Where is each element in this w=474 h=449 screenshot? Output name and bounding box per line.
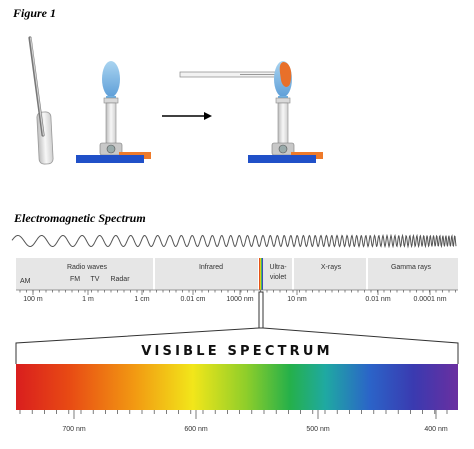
em-tick-label: 0.01 cm [180, 296, 206, 303]
visible-tick-label: 700 nm [62, 426, 86, 433]
burner-base [76, 155, 144, 163]
visible-tick-label: 400 nm [424, 426, 448, 433]
em-tick-label: 100 m [23, 296, 43, 303]
band-infrared: Infrared [198, 264, 224, 271]
visible-band [259, 258, 263, 290]
band-ultraviolet-1: Ultra- [269, 264, 287, 271]
band-ultraviolet-2: violet [269, 274, 287, 281]
visible-tick-label: 600 nm [184, 426, 208, 433]
band-radio: Radio waves [66, 264, 108, 271]
band-am: AM [20, 278, 31, 285]
em-tick-label: 0.01 nm [365, 296, 391, 303]
visible-spectrum [16, 364, 458, 410]
em-tick-label: 0.0001 nm [413, 296, 447, 303]
test-tube [28, 36, 54, 165]
band-radar: Radar [110, 276, 130, 283]
band-tv: TV [90, 276, 100, 283]
em-tick-label: 10 nm [287, 296, 307, 303]
band-gamma: Gamma rays [390, 264, 432, 271]
zoom-bracket [15, 291, 459, 364]
visible-spectrum-title: VISIBLE SPECTRUM [141, 344, 333, 359]
arrow-right-icon [162, 112, 212, 120]
band-xrays: X-rays [320, 264, 342, 271]
flame [102, 61, 120, 97]
em-tick-label: 1 cm [134, 296, 150, 303]
visible-tick-label: 500 nm [306, 426, 330, 433]
spectrum-band [16, 258, 458, 290]
em-wave [11, 233, 457, 249]
wire-rod [179, 71, 278, 78]
colored-flame [279, 62, 292, 87]
em-tick-label: 1 m [82, 296, 94, 303]
em-tick-label: 1000 nm [226, 296, 254, 303]
figure-title: Figure 1 [13, 6, 57, 20]
bunsen-burner-lit [248, 61, 323, 163]
spectrum-title: Electromagnetic Spectrum [14, 211, 146, 225]
bunsen-burner [76, 61, 151, 163]
band-fm: FM [69, 276, 81, 283]
